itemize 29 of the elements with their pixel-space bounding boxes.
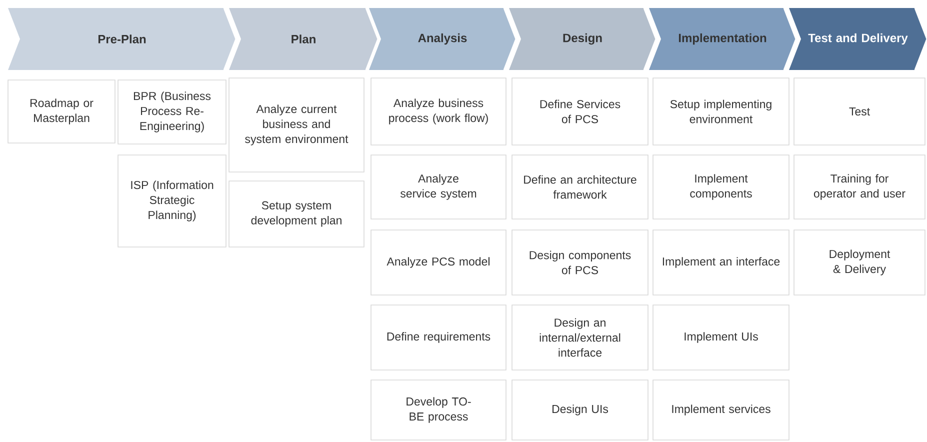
task-box: Deployment & Delivery [794,230,926,296]
phase-header: Design [509,8,657,70]
task-box: Analyze PCS model [370,230,506,296]
phase-header: Pre-Plan [8,8,237,70]
task-box: Implement services [652,380,790,440]
phase-header: Implementation [649,8,797,70]
task-box: Define Services of PCS [512,78,648,146]
task-box: Develop TO-BE process [370,380,506,440]
task-box: Setup system development plan [228,180,364,248]
task-box: Setup implementing environment [652,78,790,146]
task-box: Test [794,78,926,146]
phase-header: Analysis [369,8,517,70]
task-box: Define an architecture framework [512,154,648,220]
task-box: Training for operator and user [794,154,926,220]
task-box: Roadmap or Masterplan [8,80,116,144]
task-box: BPR (Business Process Re-Engineering) [118,80,226,144]
phase-header: Plan [229,8,379,70]
task-box: Analyze current business and system environment [228,78,364,172]
phase-header: Test and Delivery [789,8,927,70]
task-box: ISP (Information Strategic Planning) [118,154,226,248]
task-box: Design an internal/external interface [512,304,648,370]
task-box: Design components of PCS [512,230,648,296]
task-box: Define requirements [370,304,506,370]
task-box: Design UIs [512,380,648,440]
task-box: Implement an interface [652,230,790,296]
task-box: Implement UIs [652,304,790,370]
task-box: Analyze business process (work flow) [370,78,506,146]
task-box: Implement components [652,154,790,220]
task-box: Analyze service system [370,154,506,220]
